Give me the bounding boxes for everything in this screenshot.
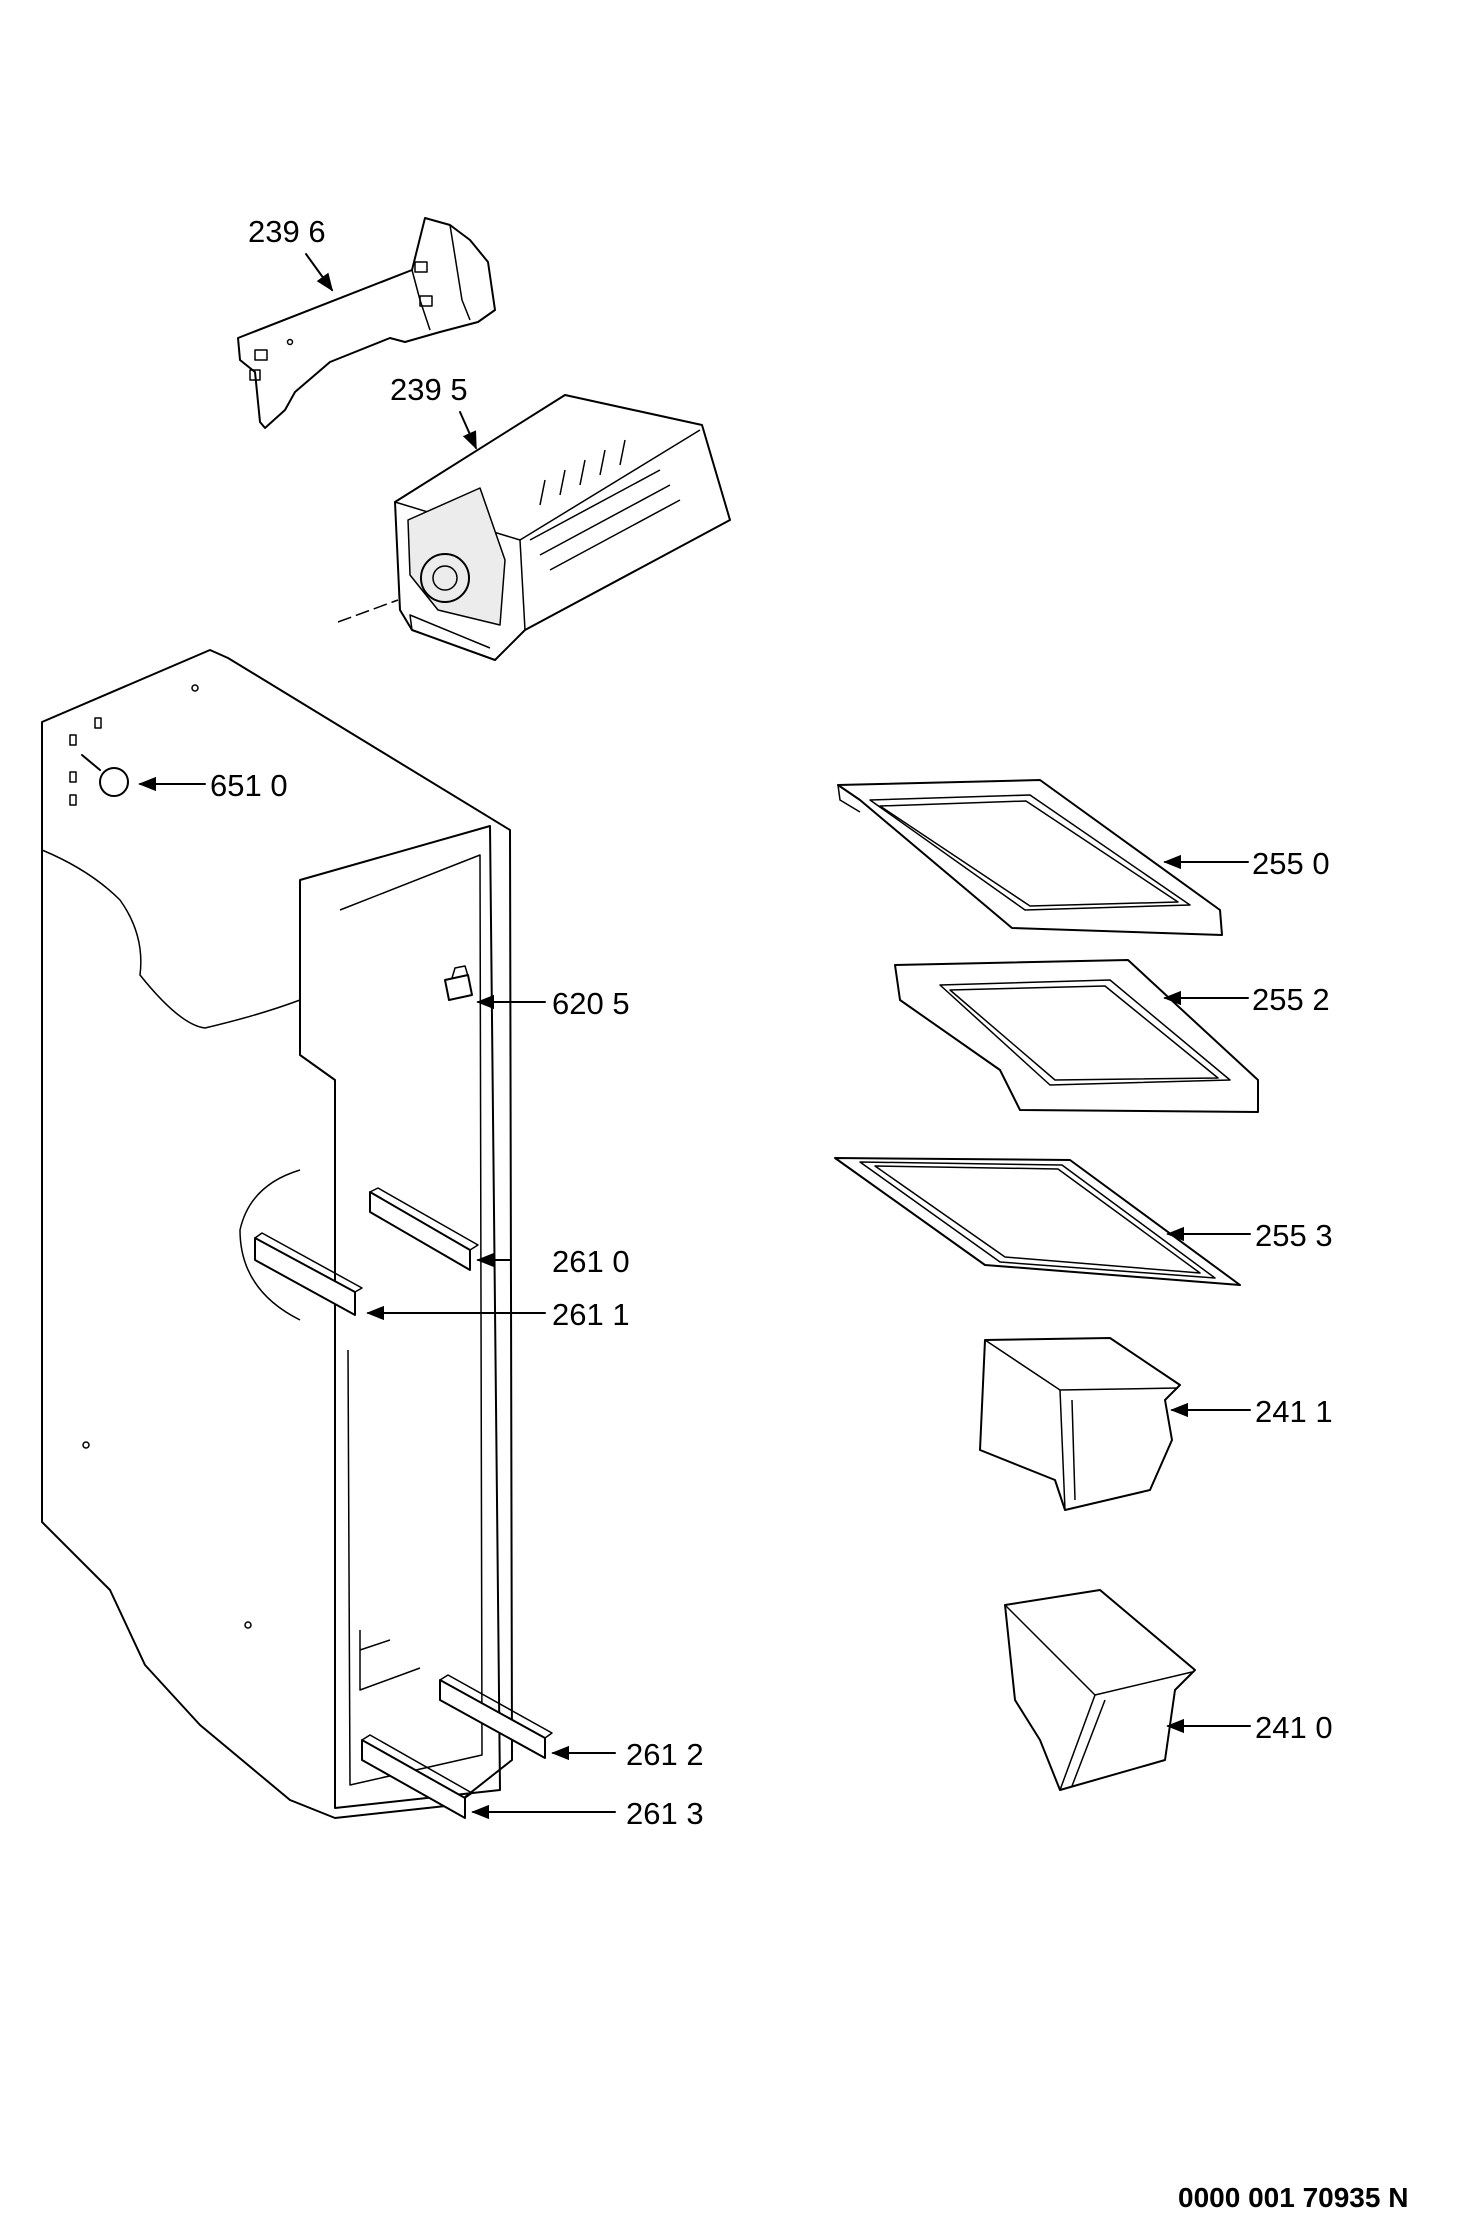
label-651-0: 651 0 xyxy=(210,768,288,803)
label-239-6: 239 6 xyxy=(248,214,326,249)
label-239-5: 239 5 xyxy=(390,372,468,407)
part-labels: 239 6 239 5 651 0 620 5 261 0 261 1 261 … xyxy=(210,214,1333,1831)
ice-maker-bracket xyxy=(237,217,496,429)
shelf-255-0 xyxy=(837,779,1223,936)
label-255-3: 255 3 xyxy=(1255,1218,1333,1253)
label-261-1: 261 1 xyxy=(552,1297,630,1332)
door-switch xyxy=(444,965,473,1001)
shelf-255-3 xyxy=(834,1157,1241,1286)
bin-241-1 xyxy=(979,1337,1181,1511)
shelf-support-261-2 xyxy=(439,1674,553,1759)
shelf-support-261-0 xyxy=(369,1187,479,1271)
label-255-0: 255 0 xyxy=(1252,846,1330,881)
leader-lines xyxy=(138,253,1251,1820)
shelf-255-2 xyxy=(894,959,1259,1113)
label-261-3: 261 3 xyxy=(626,1796,704,1831)
freezer-liner xyxy=(41,649,513,1819)
document-number: 0000 001 70935 N xyxy=(1178,2182,1408,2213)
label-255-2: 255 2 xyxy=(1252,982,1330,1017)
label-241-0: 241 0 xyxy=(1255,1710,1333,1745)
label-261-0: 261 0 xyxy=(552,1244,630,1279)
shelf-support-261-1 xyxy=(254,1232,363,1316)
shelf-support-261-3 xyxy=(361,1734,473,1819)
lamp-bulb xyxy=(81,754,129,797)
bin-241-0 xyxy=(1004,1589,1196,1791)
ice-maker-assembly xyxy=(337,394,731,661)
label-261-2: 261 2 xyxy=(626,1737,704,1772)
label-620-5: 620 5 xyxy=(552,986,630,1021)
label-241-1: 241 1 xyxy=(1255,1394,1333,1429)
